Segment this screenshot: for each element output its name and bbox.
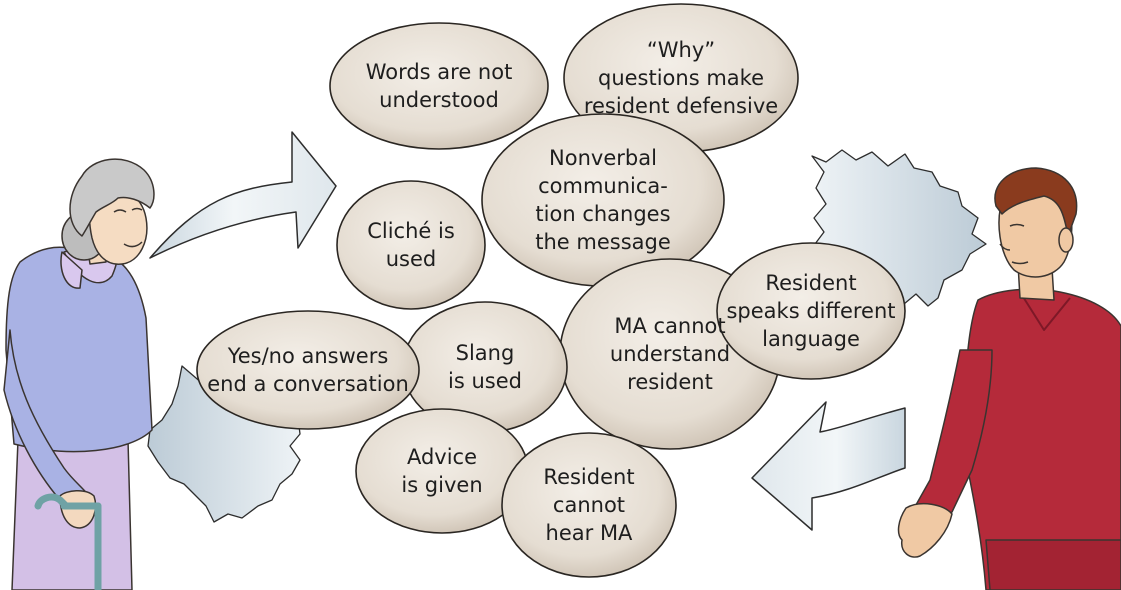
bubble-resident-language (716, 242, 906, 380)
bubble-cannot-hear (501, 432, 677, 578)
medical-assistant-in-red-scrubs-figure (897, 167, 1121, 590)
bubble-cliche (336, 180, 486, 310)
curved-arrow-left-icon (751, 401, 906, 531)
bubble-yesno (196, 310, 420, 430)
curved-arrow-right-icon (149, 131, 337, 259)
bubble-layer (196, 3, 906, 578)
elderly-woman-with-cane-figure (3, 158, 155, 590)
bubble-words (329, 22, 549, 150)
